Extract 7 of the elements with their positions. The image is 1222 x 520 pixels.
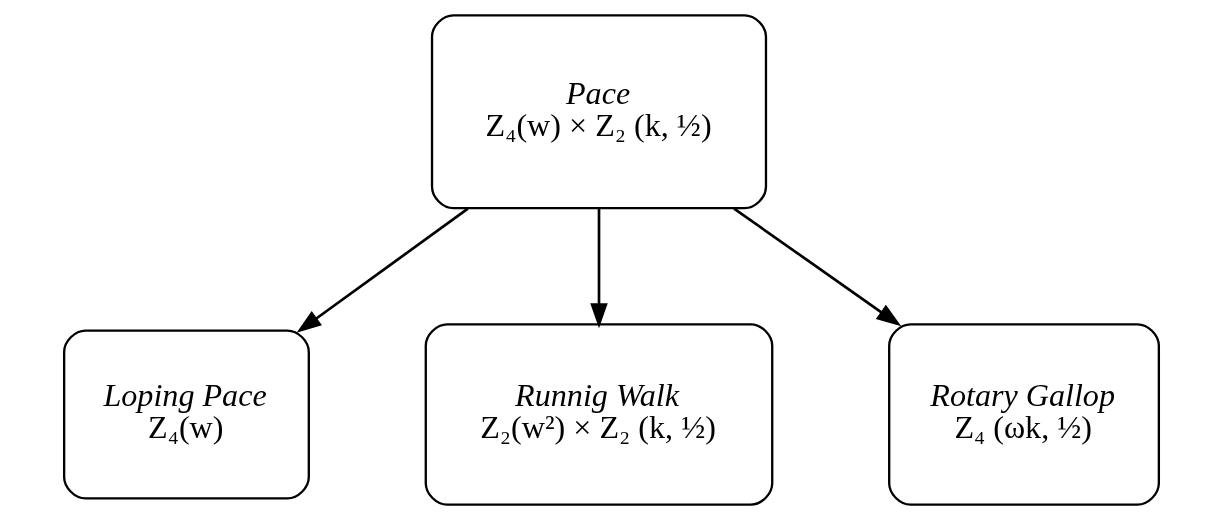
node-box: Loping Pace Z₄(w) <box>62 329 310 500</box>
arrow <box>732 207 901 327</box>
arrow <box>589 209 608 329</box>
arrow <box>296 207 469 333</box>
node-box: Runnig Walk Z₂(w²) × Z₂ (k, ½) <box>424 323 773 506</box>
node-box: Rotary Gallop Z₄ (ωk, ½) <box>887 323 1160 506</box>
node-box: Pace Z₄(w) × Z₂ (k, ½) <box>430 14 767 210</box>
